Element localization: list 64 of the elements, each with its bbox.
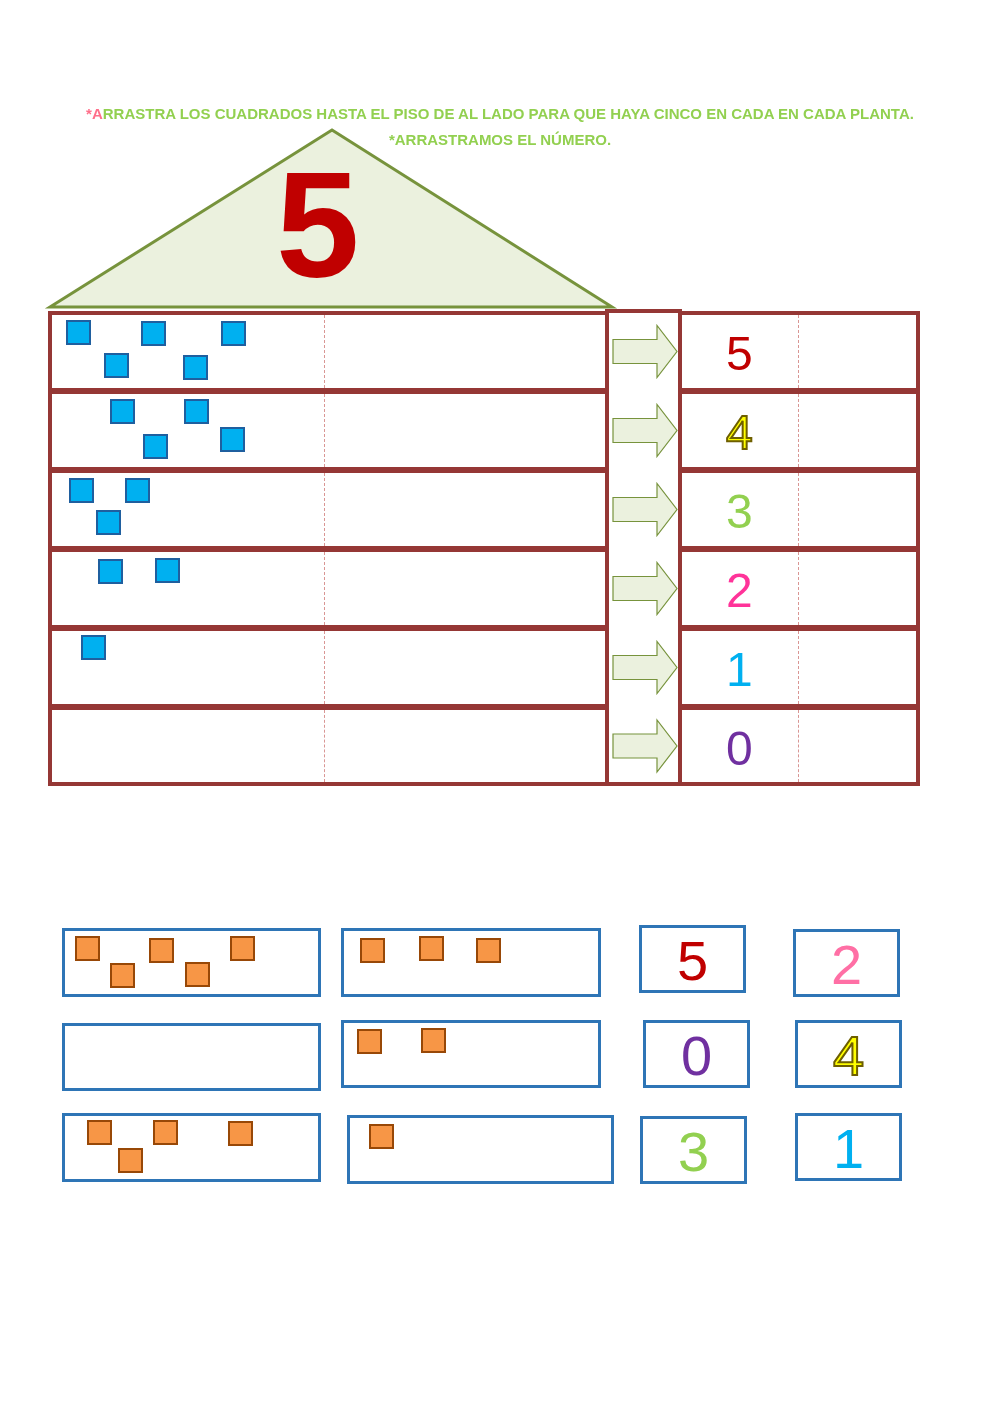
number-label: 0 (679, 1028, 714, 1084)
tile-card (347, 1115, 614, 1184)
square-tile (118, 1148, 143, 1173)
tile-card (341, 1020, 601, 1088)
number-label: 3 (726, 488, 753, 536)
number-label: 1 (726, 646, 753, 694)
square-tile (230, 936, 255, 961)
tile-card (62, 1023, 321, 1091)
square-tile (125, 478, 150, 503)
square-tile (110, 963, 135, 988)
number-card (640, 1116, 747, 1184)
square-tile (69, 478, 94, 503)
square-tile (369, 1124, 394, 1149)
number-card (795, 1113, 902, 1181)
square-tile (360, 938, 385, 963)
block-arrow (612, 560, 678, 617)
number-label: 5 (726, 330, 753, 378)
number-card (795, 1020, 902, 1088)
square-tile (75, 936, 100, 961)
square-tile (185, 962, 210, 987)
square-tile (81, 635, 106, 660)
instruction-text: *ARRASTRAMOS EL NÚMERO. (387, 131, 613, 148)
square-tile (221, 321, 246, 346)
square-tile (98, 559, 123, 584)
block-arrow (612, 402, 678, 459)
number-card (643, 1020, 750, 1088)
square-tile (141, 321, 166, 346)
square-tile (149, 938, 174, 963)
number-label: 0 (726, 725, 753, 773)
square-tile (104, 353, 129, 378)
square-tile (153, 1120, 178, 1145)
tile-card (62, 928, 321, 997)
block-arrow (612, 718, 678, 774)
square-tile (421, 1028, 446, 1053)
instruction-text: *ARRASTRA LOS CUADRADOS HASTA EL PISO DE AL LADO PARA QUE HAYA CINCO EN CADA EN CADA PLANTA. (85, 105, 915, 122)
block-arrow (612, 323, 678, 380)
square-tile (66, 320, 91, 345)
roof-triangle (48, 128, 614, 310)
square-tile (220, 427, 245, 452)
tile-card (62, 1113, 321, 1182)
square-tile (110, 399, 135, 424)
square-tile (419, 936, 444, 961)
tile-card (341, 928, 601, 997)
number-card (793, 929, 900, 997)
square-tile (183, 355, 208, 380)
number-card (639, 925, 746, 993)
block-arrow (612, 639, 678, 696)
number-label: 3 (676, 1124, 711, 1180)
number-label: 2 (726, 567, 753, 615)
square-tile (155, 558, 180, 583)
square-tile (476, 938, 501, 963)
square-tile (143, 434, 168, 459)
number-label: 2 (829, 937, 864, 993)
square-tile (96, 510, 121, 535)
square-tile (184, 399, 209, 424)
square-tile (87, 1120, 112, 1145)
number-label: 5 (675, 933, 710, 989)
square-tile (357, 1029, 382, 1054)
number-label: 5 (276, 150, 360, 300)
number-label: 1 (831, 1121, 866, 1177)
block-arrow (612, 481, 678, 538)
number-label: 4 (726, 409, 753, 457)
number-label: 4 (831, 1028, 866, 1084)
square-tile (228, 1121, 253, 1146)
